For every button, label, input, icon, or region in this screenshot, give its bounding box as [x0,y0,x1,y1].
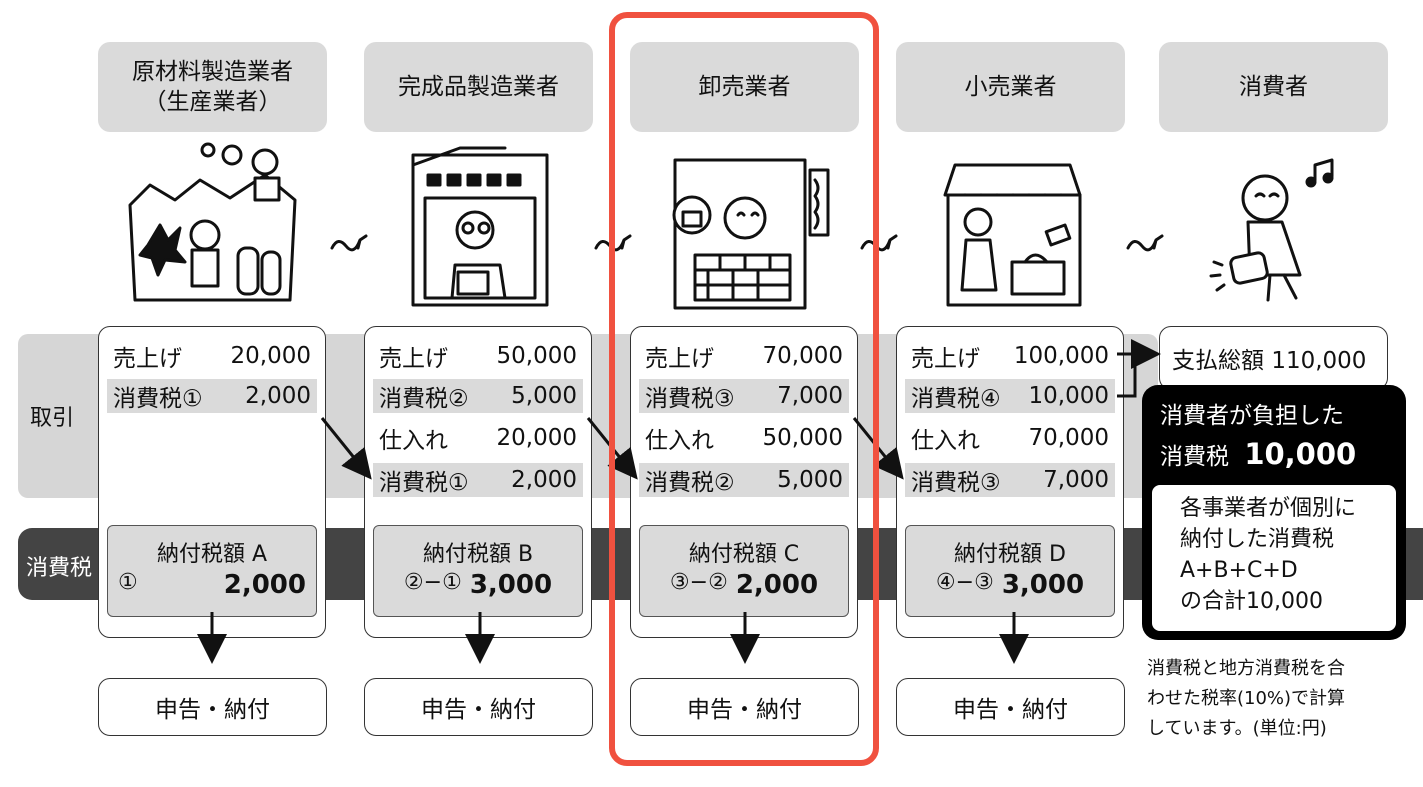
payment-box-a: 納付税額 A ① 2,000 [107,525,317,617]
header-producer: 原材料製造業者 （生産業者） [98,42,327,132]
payment-box-b: 納付税額 B ②−① 3,000 [373,525,583,617]
payment-formula: ③−② [669,570,728,595]
payment-bracket [1117,354,1137,398]
payment-formula: ① [118,570,138,595]
payment-title: 納付税額 C [688,542,800,567]
note-line: 消費税と地方消費税を合 [1147,658,1345,679]
header-producer-line1: 原材料製造業者 [132,59,293,85]
transaction-band-label: 取引 [30,406,75,431]
consumer-total-value: 110,000 [1271,348,1367,374]
illustrations [128,142,1334,310]
sum-line: の合計10,000 [1180,589,1323,614]
burden-label: 消費税 [1160,444,1229,470]
filing-box-producer: 申告・納付 [98,678,327,736]
factory-illustration [128,142,297,302]
payment-title: 納付税額 A [156,542,268,567]
payment-title: 納付税額 D [954,542,1066,567]
payment-title: 納付税額 B [422,542,534,567]
header-wholesaler: 卸売業者 [630,42,859,132]
wholesaler-highlight-frame [609,12,879,766]
header-producer-line2: （生産業者） [143,89,282,115]
tax-band-label: 消費税 [26,556,93,581]
filing-box-manufacturer: 申告・納付 [364,678,593,736]
header-retailer-label: 小売業者 [964,74,1057,100]
payment-value: 2,000 [223,570,306,600]
payment-value: 2,000 [735,570,819,600]
sum-line: 納付した消費税 [1180,527,1335,552]
header-consumer: 消費者 [1159,42,1388,132]
consumer-total-card: 支払総額 110,000 [1159,326,1388,390]
header-manufacturer: 完成品製造業者 [364,42,593,132]
retailer-illustration [943,163,1082,307]
tax-transfer-arrow-1 [320,417,372,480]
header-manufacturer-label: 完成品製造業者 [398,74,559,100]
payment-formula: ④−③ [935,570,994,595]
header-consumer-label: 消費者 [1239,74,1308,100]
manufacturer-illustration [411,146,549,307]
payment-formula: ②−① [403,570,462,595]
payment-value: 3,000 [1001,570,1085,600]
burden-line1: 消費者が負担した [1160,403,1344,429]
consumer-illustration [1209,158,1334,302]
note-line: しています。(単位:円) [1147,718,1327,739]
consumer-total-label: 支払総額 [1172,348,1264,374]
payment-value: 3,000 [469,570,553,600]
payment-box-d: 納付税額 D ④−③ 3,000 [905,525,1115,617]
sum-line: 各事業者が個別に [1180,496,1357,521]
note-line: わせた税率(10%)で計算 [1147,688,1346,709]
burden-value: 10,000 [1244,437,1357,471]
burden-sum-explanation: 各事業者が個別に 納付した消費税 A+B+C+D の合計10,000 [1152,485,1396,631]
header-wholesaler-label: 卸売業者 [698,74,791,100]
payment-box-c: 納付税額 C ③−② 2,000 [639,525,849,617]
unit-note: 消費税と地方消費税を合 わせた税率(10%)で計算 しています。(単位:円) [1147,654,1345,744]
wholesaler-illustration [672,158,830,310]
flow-arrows [330,234,1164,252]
sum-line: A+B+C+D [1180,558,1298,583]
filing-box-retailer: 申告・納付 [896,678,1125,736]
filing-box-wholesaler: 申告・納付 [630,678,859,736]
consumer-burden-box: 消費者が負担した 消費税 10,000 各事業者が個別に 納付した消費税 A+B… [1142,385,1406,640]
header-retailer: 小売業者 [896,42,1125,132]
